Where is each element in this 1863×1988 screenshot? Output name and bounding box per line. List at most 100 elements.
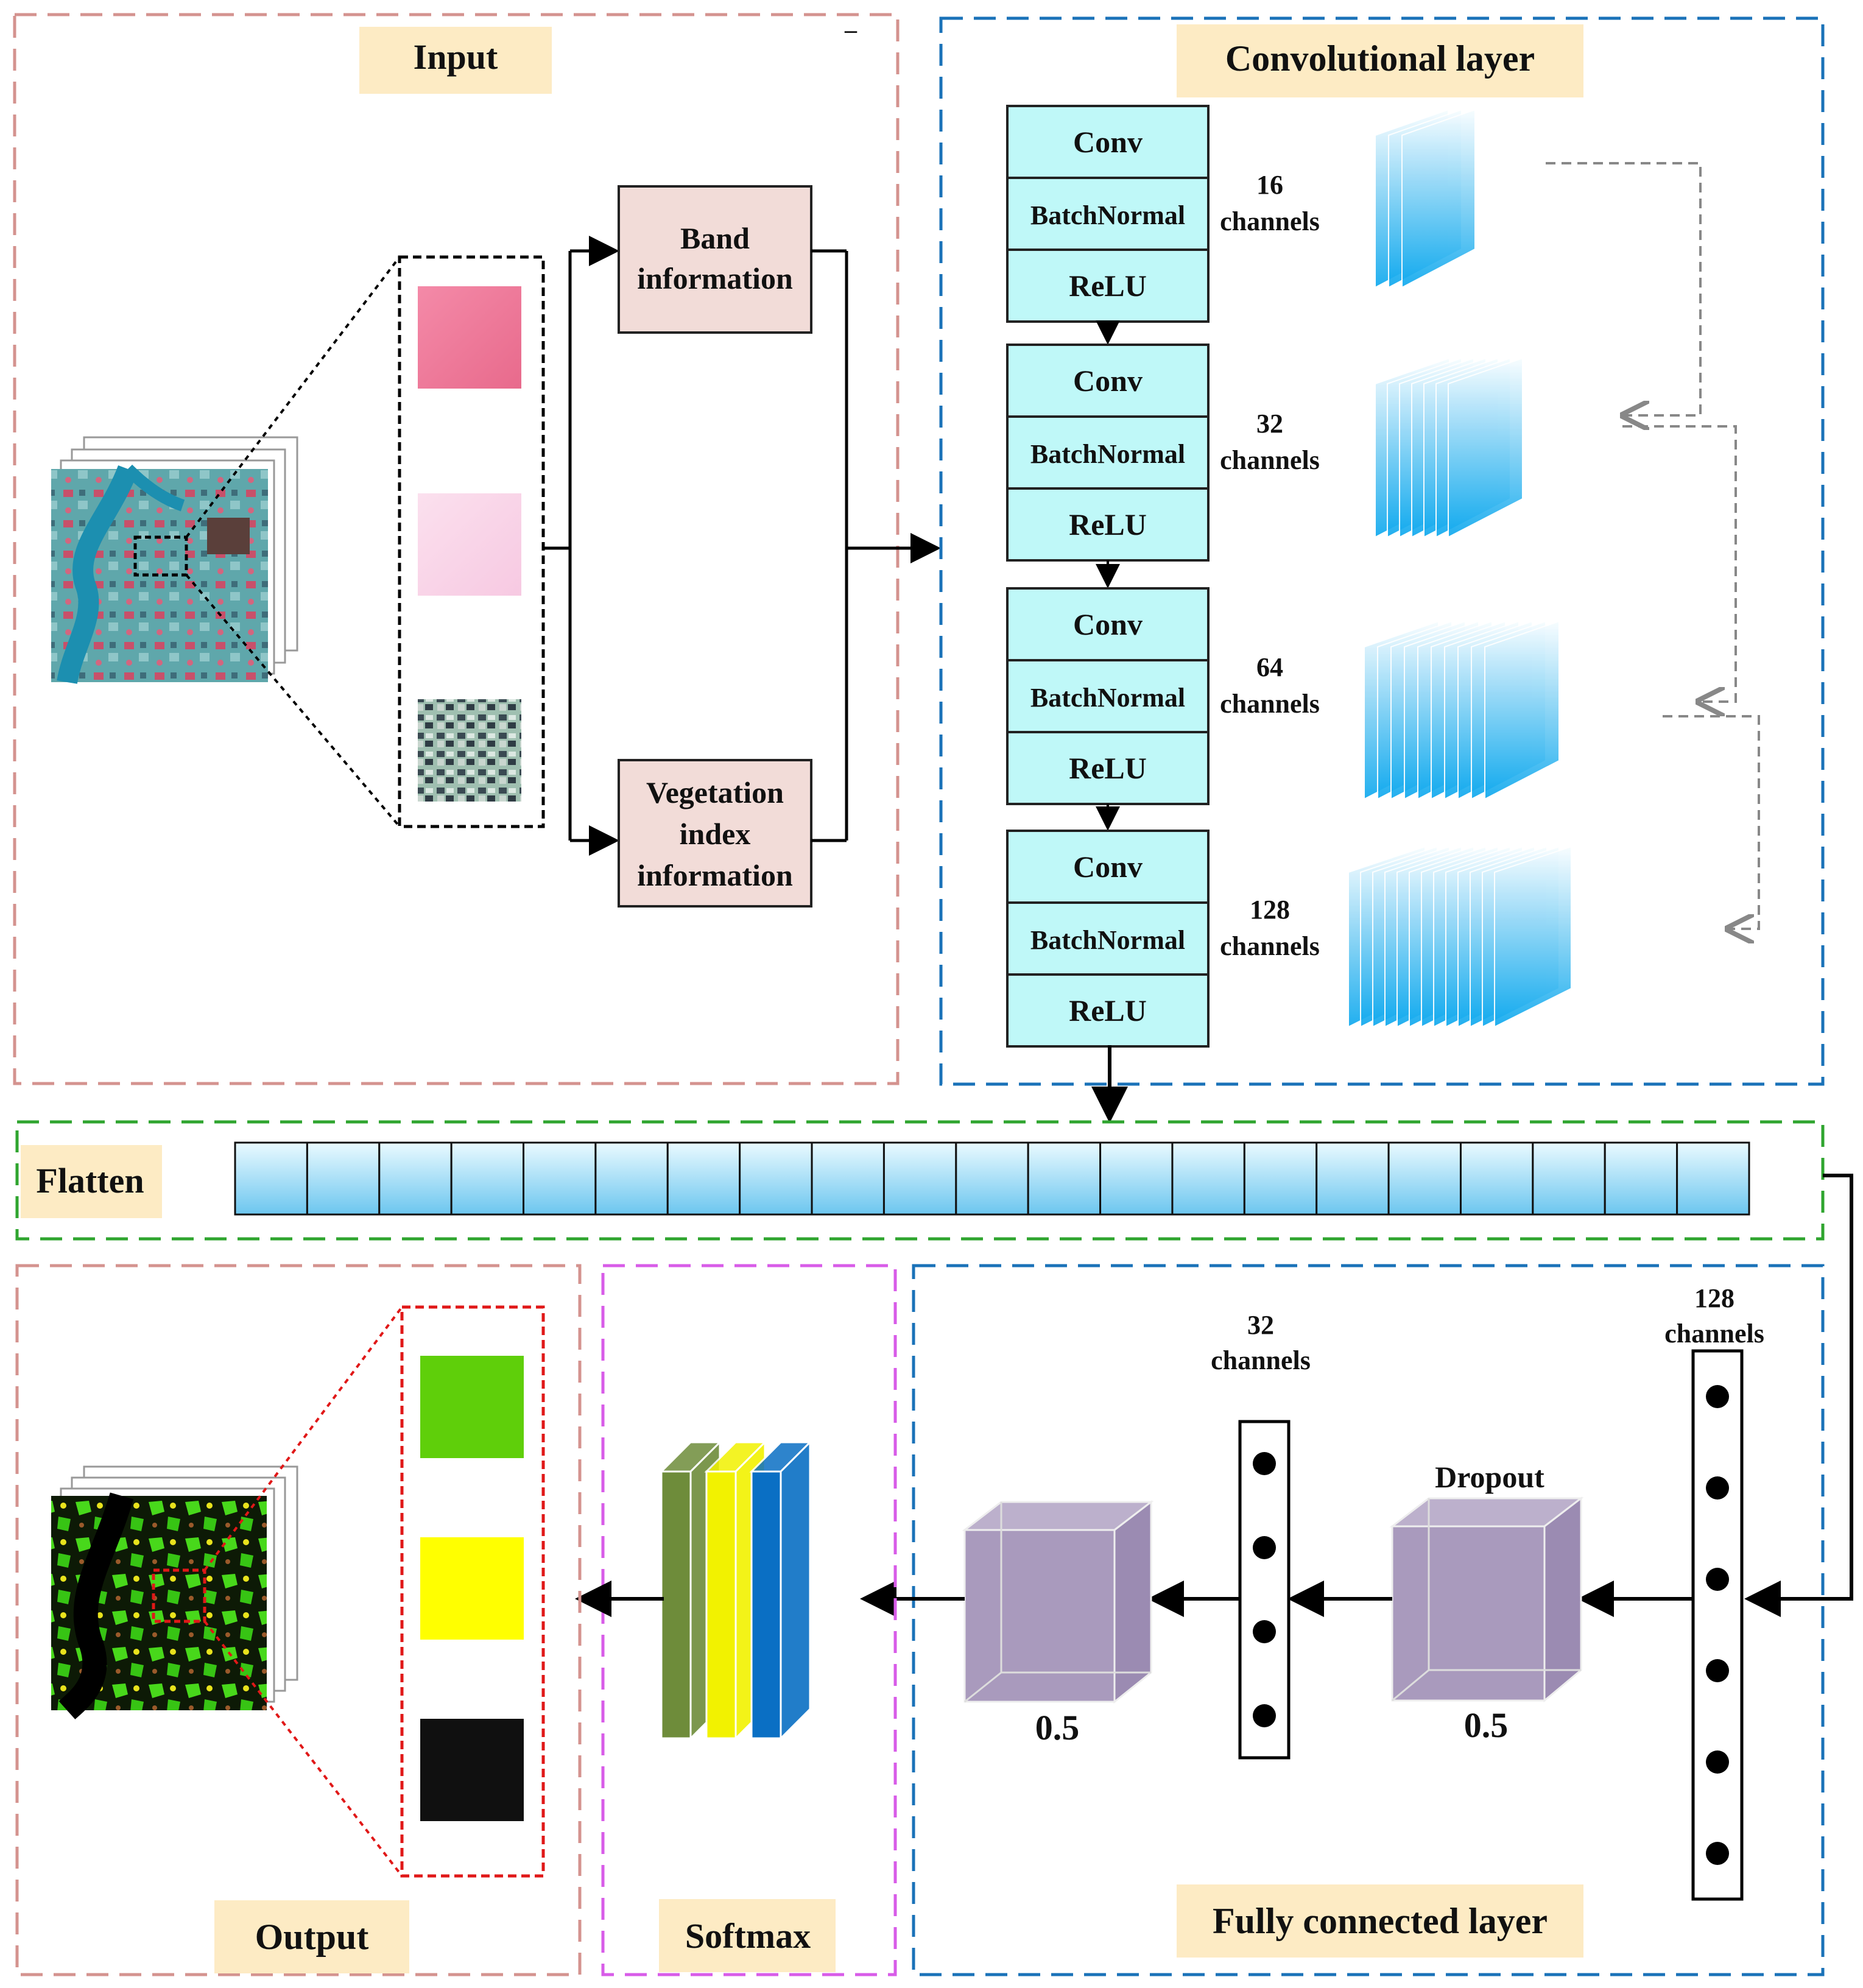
conv-channels-word: channels [1220, 931, 1320, 961]
conv-channels-num: 64 [1256, 652, 1283, 682]
softmax-title-bg [659, 1899, 836, 1972]
conv-channels-num: 128 [1250, 895, 1290, 925]
flatten-panel: Flatten [15, 1120, 1853, 1617]
input-title-bg [359, 27, 552, 94]
band-information-line-1: Band [680, 221, 750, 255]
output-title: Output [255, 1917, 369, 1957]
flatten-cell [306, 1141, 381, 1216]
conv-panel: Convolutional layer ConvBatchNormalReLU1… [939, 16, 1825, 1123]
band-information-box: Band information [618, 185, 812, 334]
output-zoom-region [152, 1568, 206, 1623]
feature-map [1484, 620, 1560, 800]
fc-panel: Fully connected layer 128 channels Dropo… [860, 1264, 1825, 1976]
dense-128-num: 128 [1694, 1283, 1734, 1313]
feature-maps-2 [1375, 357, 1523, 538]
conv-block-part-1 [1006, 587, 1210, 661]
flatten-cell [811, 1141, 885, 1216]
dense-layer-box [1238, 1420, 1291, 1760]
neuron-node [1706, 1385, 1729, 1408]
flatten-cell [739, 1141, 813, 1216]
conv-block-part-1 [1006, 344, 1210, 418]
patch-light-pink [418, 493, 521, 596]
flatten-panel-border [15, 1120, 1825, 1241]
flatten-cell [1171, 1141, 1245, 1216]
patch-pink [418, 286, 521, 389]
conv-block-part-label: Conv [1073, 850, 1143, 884]
softmax-feature-layers [659, 1440, 812, 1741]
flatten-cell [1532, 1141, 1606, 1216]
river [57, 465, 138, 685]
flatten-cell [955, 1141, 1029, 1216]
fc-title: Fully connected layer [1213, 1901, 1548, 1941]
flatten-cell [882, 1141, 957, 1216]
conv-block-part-3 [1006, 973, 1210, 1048]
conv-channels-word: channels [1220, 689, 1320, 719]
flatten-cell [1027, 1141, 1102, 1216]
conv-block-part-label: BatchNormal [1030, 439, 1185, 469]
conv-block-part-2 [1006, 177, 1210, 251]
output-map-stack [51, 1465, 298, 1719]
flatten-cell [234, 1141, 308, 1216]
flatten-cell [1676, 1141, 1750, 1216]
input-satellite-image-stack [51, 436, 298, 685]
flatten-vector [234, 1141, 1750, 1216]
feature-maps-3 [1364, 620, 1560, 800]
vegetation-line-3: information [637, 858, 793, 892]
conv-title-bg [1177, 24, 1583, 97]
output-classes-frame [400, 1305, 545, 1878]
conv-channels-num: 16 [1256, 170, 1283, 200]
neuron-node [1706, 1842, 1729, 1865]
neuron-node [1706, 1568, 1729, 1591]
flatten-cell [666, 1141, 741, 1216]
neuron-node [1706, 1750, 1729, 1774]
neuron-node [1706, 1476, 1729, 1500]
output-panel-border [15, 1264, 582, 1976]
flatten-cell [1459, 1141, 1534, 1216]
dense-32-word: channels [1211, 1345, 1311, 1375]
skip-connections [1546, 162, 1760, 929]
conv-block-part-label: BatchNormal [1030, 925, 1185, 955]
conv-block-part-label: Conv [1073, 607, 1143, 641]
vegetation-index-box: Vegetation index information [618, 759, 812, 908]
input-panel: Input – Band information [13, 13, 941, 1085]
conv-panel-border [939, 16, 1825, 1086]
output-class-swatch-2 [420, 1537, 524, 1640]
fc-title-bg [1177, 1884, 1583, 1958]
feature-maps-4 [1348, 845, 1572, 1028]
flatten-cell [523, 1141, 597, 1216]
flatten-cell [450, 1141, 525, 1216]
softmax-panel: Softmax [575, 1264, 897, 1976]
conv-channels-num: 32 [1256, 409, 1283, 439]
neuron-node [1253, 1452, 1276, 1475]
output-class-swatches [420, 1356, 524, 1821]
conv-block-part-label: ReLU [1069, 507, 1147, 541]
conv-channels-word: channels [1220, 206, 1320, 236]
conv-channels-word: channels [1220, 445, 1320, 475]
conv-block-part-2 [1006, 659, 1210, 733]
vegetation-line-1: Vegetation [646, 775, 784, 809]
conv-block-part-label: BatchNormal [1030, 683, 1185, 713]
patch-field-texture [418, 699, 521, 802]
softmax-layer-3 [749, 1440, 812, 1741]
dense-layer-box [1691, 1349, 1744, 1901]
dense-128-word: channels [1664, 1319, 1764, 1348]
dropout-cube-2 [962, 1500, 1154, 1704]
flatten-title: Flatten [36, 1161, 144, 1200]
feature-maps-1 [1375, 108, 1476, 289]
neuron-node [1253, 1704, 1276, 1727]
dropout-rate-2: 0.5 [1035, 1708, 1080, 1747]
conv-block-part-3 [1006, 487, 1210, 562]
dropout-label: Dropout [1435, 1460, 1544, 1494]
output-class-swatch-3 [420, 1719, 524, 1821]
dense-layer-128 [1691, 1349, 1744, 1901]
flatten-to-fc-arrow [1744, 1174, 1853, 1617]
fc-panel-border [912, 1264, 1825, 1976]
conv-block-part-3 [1006, 248, 1210, 323]
conv-block-part-label: Conv [1073, 125, 1143, 159]
zoomed-patches-frame [398, 255, 545, 828]
conv-block-part-label: ReLU [1069, 751, 1147, 785]
output-panel: Output [15, 1264, 582, 1976]
